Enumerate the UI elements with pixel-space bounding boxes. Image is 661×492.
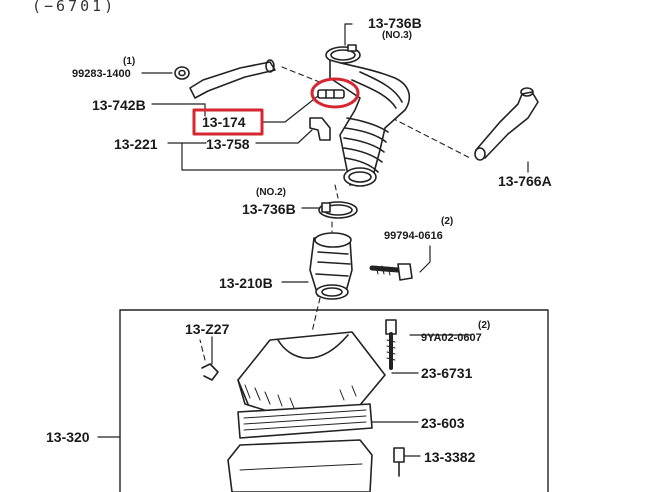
part-99283-1400[interactable]: 99283-1400	[72, 68, 131, 80]
part-23-6731[interactable]: 23-6731	[421, 365, 473, 381]
part-13-174[interactable]: 13-174	[202, 114, 246, 130]
cleaner-case	[227, 439, 373, 492]
cleaner-cover	[237, 331, 386, 419]
screw-9YA02	[385, 319, 397, 370]
bolt-99794	[369, 263, 413, 281]
quantity-2a: (2)	[441, 216, 454, 227]
part-13-742B[interactable]: 13-742B	[92, 97, 146, 113]
serial-range: (−6701)	[32, 0, 117, 15]
part-13-736B-mid[interactable]: 13-736B	[242, 201, 296, 217]
drain-valve-13-3382	[393, 447, 405, 477]
clamp-number-2: (NO.2)	[256, 187, 286, 198]
highlight-circle	[310, 77, 360, 109]
part-23-603[interactable]: 23-603	[421, 415, 465, 431]
highlight-box	[192, 108, 264, 136]
quantity-1: (1)	[123, 56, 136, 67]
intake-duct	[329, 59, 411, 187]
airflow-meter-13-210B	[309, 232, 353, 300]
part-13-221[interactable]: 13-221	[114, 136, 158, 152]
part-13-736B-top[interactable]: 13-736B	[368, 15, 422, 31]
part-13-320[interactable]: 13-320	[46, 429, 90, 445]
part-13-3382[interactable]: 13-3382	[424, 449, 476, 465]
part-13-766A[interactable]: 13-766A	[498, 173, 552, 189]
elbow-fitting-13-758	[309, 117, 331, 141]
clamp-number-3: (NO.3)	[382, 30, 412, 41]
part-13-758[interactable]: 13-758	[206, 136, 250, 152]
breather-hose	[189, 59, 276, 99]
quantity-2b: (2)	[478, 320, 491, 331]
small-clamp	[174, 66, 190, 80]
part-13-210B[interactable]: 13-210B	[219, 275, 273, 291]
part-9YA02-0607[interactable]: 9YA02-0607	[421, 332, 482, 344]
hose-clamp-no3	[325, 44, 361, 64]
leader-lines	[97, 23, 529, 457]
filter-element-23-603	[237, 403, 373, 439]
part-13-Z27[interactable]: 13-Z27	[185, 321, 230, 337]
hose-13-766A	[474, 87, 539, 161]
clip-13-Z27	[201, 363, 219, 381]
hose-clamp-no2	[318, 201, 358, 219]
air-cleaner-box-13-320	[119, 309, 549, 492]
part-99794-0616[interactable]: 99794-0616	[384, 230, 443, 242]
vacuum-fitting-13-174	[317, 89, 345, 99]
